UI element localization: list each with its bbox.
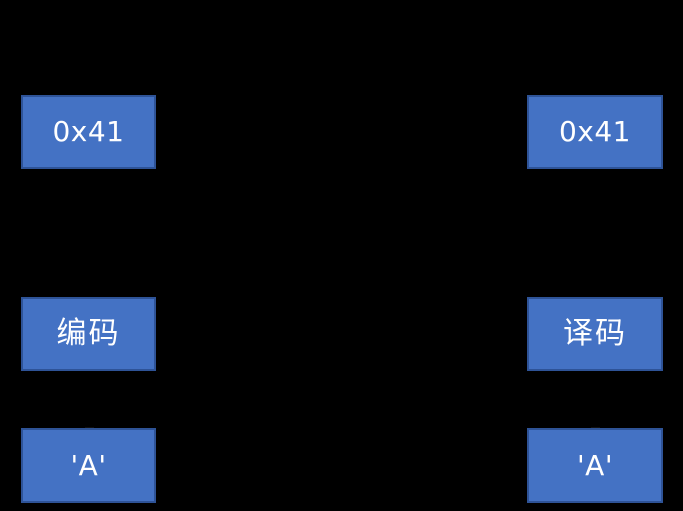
node-encode[interactable]: 编码 bbox=[21, 297, 156, 371]
node-right-byte[interactable]: 0x41 bbox=[527, 95, 663, 169]
node-left-byte[interactable]: 0x41 bbox=[21, 95, 156, 169]
node-left-char-label: 'A' bbox=[70, 448, 107, 482]
node-right-char-label: 'A' bbox=[576, 448, 614, 482]
node-left-char[interactable]: 'A' bbox=[21, 428, 156, 503]
node-right-byte-label: 0x41 bbox=[558, 115, 631, 148]
node-left-byte-label: 0x41 bbox=[52, 115, 125, 148]
node-encode-label: 编码 bbox=[56, 316, 121, 351]
node-decode-label: 译码 bbox=[563, 316, 627, 351]
node-right-char[interactable]: 'A' bbox=[527, 428, 663, 503]
node-decode[interactable]: 译码 bbox=[527, 297, 663, 371]
